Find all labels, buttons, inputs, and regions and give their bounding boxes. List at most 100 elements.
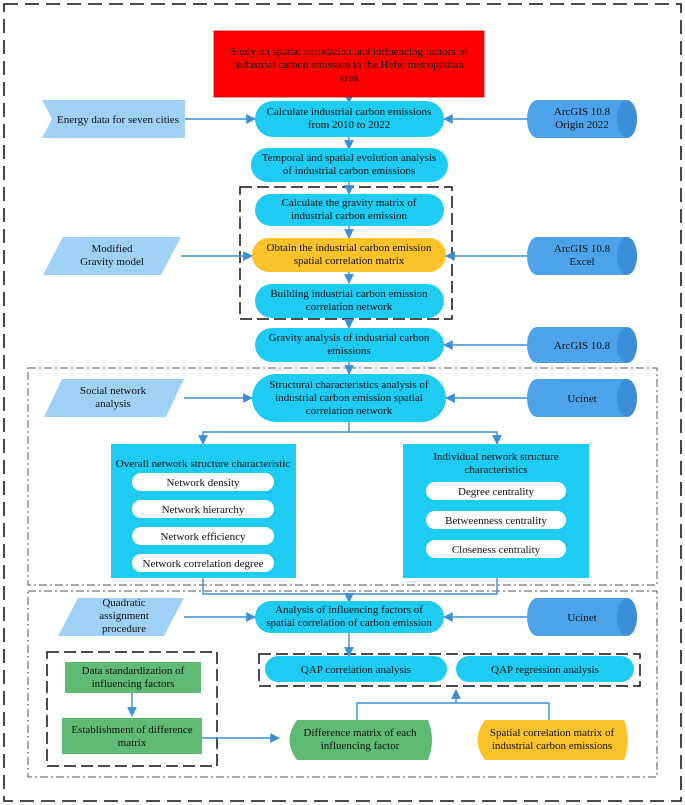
difference-matrix-line: influencing factor (321, 740, 400, 752)
qap-regression-line: QAP regression analysis (491, 664, 599, 676)
tool-arcgis-origin-line: Origin 2022 (555, 119, 608, 131)
correlation-matrix-line: spatial correlation matrix (294, 255, 405, 267)
individual-items-label: Degree centrality (458, 486, 535, 498)
qap-regression-node: QAP regression analysis (456, 656, 634, 682)
individual-items-label: Betweenness centrality (445, 515, 547, 527)
data-standardization-line: influencing factors (92, 678, 175, 690)
influencing-factors-line: spatial correlation of carbon emission (266, 617, 432, 629)
social-network-line: analysis (95, 398, 130, 410)
svg-text:Structural characteristics ana: Structural characteristics analysis ofin… (269, 379, 428, 417)
title-line: Study on spatial correlation and influen… (230, 46, 468, 58)
svg-text:Calculate industrial carbon em: Calculate industrial carbon emissionsfro… (267, 106, 432, 131)
individual-items-pill (426, 540, 566, 558)
overall-items-label: Network efficiency (160, 531, 246, 543)
arrow-diffmatrix-to-qap (356, 689, 461, 720)
social-network-line: Social network (80, 385, 147, 397)
tool-ucinet-1-line: Ucinet (567, 393, 596, 405)
structural-analysis-line: industrial carbon emission spatial (275, 392, 423, 404)
arrow-individual-to-influencing (349, 578, 498, 595)
influencing-factors-line: Analysis of influencing factors of (275, 604, 423, 616)
overall-items-label: Network density (166, 477, 240, 489)
temporal-spatial-line: Temporal and spatial evolution analysis (262, 152, 437, 164)
energy-data-line: Energy data for seven cities (57, 114, 179, 126)
gravity-matrix-line: industrial carbon emission (291, 210, 408, 222)
svg-text:Temporal and spatial evolution: Temporal and spatial evolution analysiso… (262, 152, 437, 177)
tool-ucinet-2-node: Ucinet (527, 598, 637, 636)
arrow-overall-to-influencing (202, 578, 354, 603)
standardization-group-frame (46, 651, 218, 767)
structural-analysis-line: Structural characteristics analysis of (269, 379, 428, 391)
build-network-line: correlation network (306, 301, 393, 313)
modified-gravity-line: Modified (92, 243, 133, 255)
spatial-corr-matrix-line: industrial carbon emissions (492, 740, 612, 752)
difference-establish-line: Establishment of difference (71, 724, 192, 736)
overall-items-label: Network correlation degree (143, 558, 264, 570)
svg-text:QAP correlation analysis: QAP correlation analysis (301, 664, 411, 676)
tool-ucinet-1-node: Ucinet (527, 379, 637, 417)
gravity-matrix-line: Calculate the gravity matrix of (281, 197, 416, 209)
tool-arcgis-origin-line: ArcGIS 10.8 (554, 106, 611, 118)
spatial-corr-matrix-line: Spatial correlation matrix of (490, 727, 615, 739)
connectors (127, 94, 550, 743)
arrow-structural-to-overall (198, 422, 350, 445)
energy-data-node: Energy data for seven cities (38, 100, 185, 138)
qap-analysis-group-frame (258, 653, 641, 687)
individual-items-pill (426, 482, 566, 500)
modified-gravity-line: Gravity model (80, 256, 144, 268)
temporal-spatial-line: of industrial carbon emissions (283, 165, 415, 177)
difference-establish-line: matrix (118, 737, 147, 749)
tool-ucinet-2-line: Ucinet (567, 612, 596, 624)
influencing-factors-section-frame (27, 590, 658, 778)
svg-text:Energy data for seven cities: Energy data for seven cities (57, 114, 179, 126)
svg-text:Obtain the industrial carbon e: Obtain the industrial carbon emissionspa… (267, 242, 432, 267)
build-network-line: Building industrial carbon emission (270, 288, 428, 300)
svg-text:Spatial correlation matrix ofi: Spatial correlation matrix ofindustrial … (490, 727, 615, 752)
svg-text:Gravity analysis of industrial: Gravity analysis of industrial carbonemi… (269, 332, 430, 357)
svg-text:Ucinet: Ucinet (567, 393, 596, 405)
svg-text:Ucinet: Ucinet (567, 612, 596, 624)
overall-items-label: Network hierarchy (162, 504, 245, 516)
qap-procedure-line: Quadratic (102, 597, 145, 609)
qap-correlation-line: QAP correlation analysis (301, 664, 411, 676)
social-network-section-frame (27, 367, 658, 586)
difference-matrix-line: Difference matrix of each (303, 727, 417, 739)
svg-text:Analysis of influencing factor: Analysis of influencing factors ofspatia… (266, 604, 432, 629)
title-box: Study on spatial correlation and influen… (213, 30, 485, 98)
gravity-analysis-line: emissions (327, 345, 370, 357)
svg-text:Building industrial carbon emi: Building industrial carbon emissioncorre… (270, 288, 428, 313)
tool-arcgis-excel-line: ArcGIS 10.8 (554, 243, 611, 255)
qap-procedure-line: assignment (99, 610, 149, 622)
gravity-analysis-line: Gravity analysis of industrial carbon (269, 332, 430, 344)
title-line: industrial carbon emission in the Hefei … (234, 59, 464, 71)
calc-emissions-line: from 2010 to 2022 (308, 119, 390, 131)
overall-items-pill (132, 527, 274, 545)
correlation-matrix-line: Obtain the industrial carbon emission (267, 242, 432, 254)
tool-arcgis-node: ArcGIS 10.8 (527, 327, 637, 363)
svg-text:Study on spatial correlation a: Study on spatial correlation and influen… (230, 46, 468, 84)
tool-arcgis-excel-line: Excel (569, 256, 594, 268)
overall-structure-panel: Overall network structure characteristic… (111, 444, 296, 578)
qap-correlation-node: QAP correlation analysis (265, 656, 447, 682)
arrow-structural-to-individual (349, 431, 502, 445)
structural-analysis-line: correlation network (306, 405, 393, 417)
